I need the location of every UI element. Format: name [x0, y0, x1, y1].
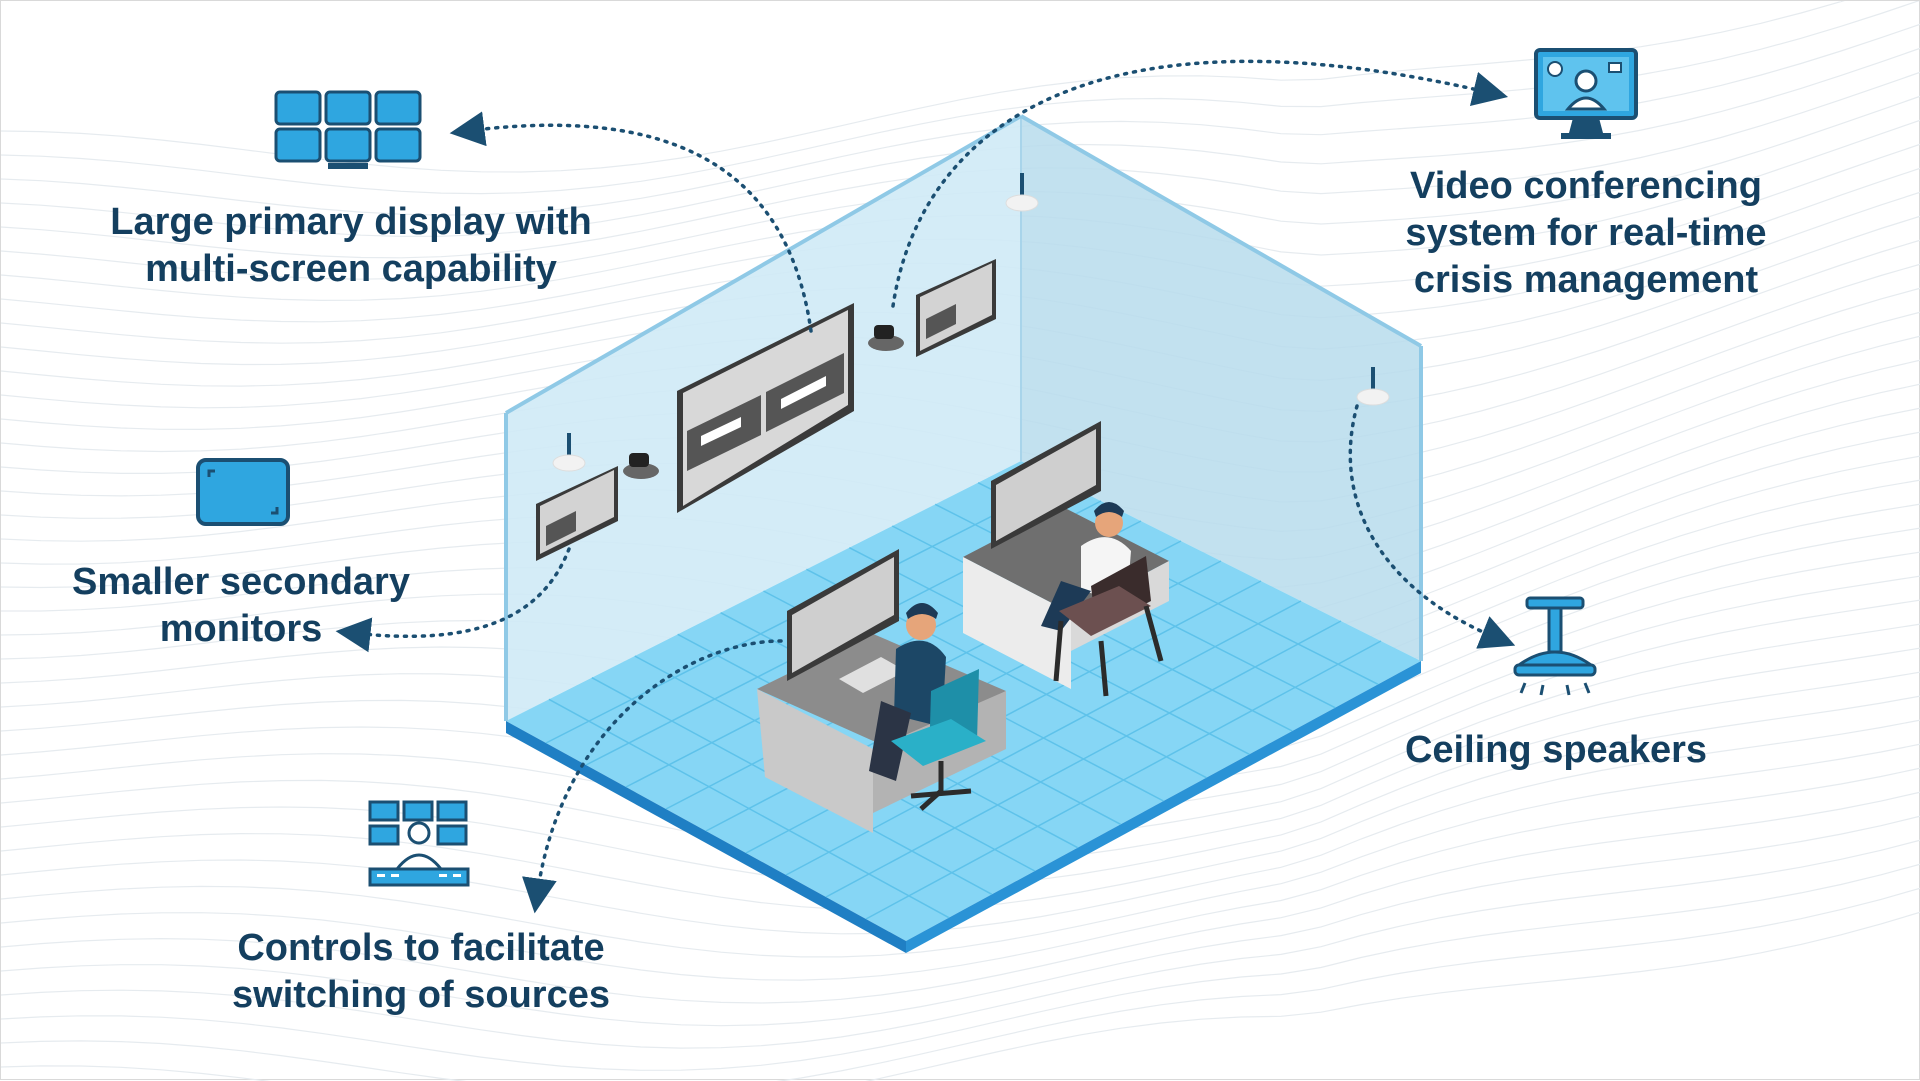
connector-secondary: [335, 547, 571, 653]
label-video-line1: Video conferencing: [1410, 165, 1762, 207]
label-controls: Controls to facilitate switching of sour…: [216, 925, 626, 1019]
wave-line: [1, 911, 1920, 1081]
ceiling-speaker-1: [552, 433, 586, 472]
label-video-conferencing: Video conferencing system for real-time …: [1381, 163, 1791, 304]
floor-edge-right: [906, 661, 1421, 953]
video-conference-icon: [1534, 48, 1638, 139]
ceiling-speaker-2: [1005, 173, 1039, 212]
wave-line: [1, 743, 1920, 958]
monitor-icon: [196, 458, 290, 526]
connector-video: [891, 59, 1509, 308]
floor-grid-line: [865, 640, 1382, 920]
connector-speakers: [1348, 404, 1516, 649]
label-ceiling-speakers: Ceiling speakers: [1391, 727, 1721, 774]
wave-line: [1, 815, 1920, 1027]
connector-controls: [522, 639, 783, 914]
label-primary-display-line1: Large primary display with: [110, 201, 592, 243]
label-video-line3: crisis management: [1413, 259, 1759, 301]
label-primary-display: Large primary display with multi-screen …: [91, 199, 611, 293]
label-secondary-line1: Smaller secondary: [72, 561, 410, 603]
room: [504, 114, 1423, 953]
secondary-monitor-left: [536, 466, 618, 561]
floor-grid-line: [825, 620, 1342, 898]
primary-display: [677, 303, 854, 513]
camera-left: [623, 453, 659, 479]
connector-primary: [449, 111, 813, 333]
label-controls-line2: switching of sources: [232, 974, 610, 1016]
wave-line: [1, 887, 1920, 1081]
label-speakers-line1: Ceiling speakers: [1404, 729, 1708, 771]
label-primary-display-line2: multi-screen capability: [145, 248, 557, 290]
floor-edge-left: [506, 721, 906, 953]
wave-line: [1, 719, 1920, 935]
label-video-line2: system for real-time: [1405, 212, 1767, 254]
wave-line: [1, 791, 1920, 1004]
ceiling-speaker-icon: [1513, 596, 1597, 696]
camera-right: [868, 325, 904, 351]
connectors: [335, 59, 1516, 914]
desk-front: [757, 549, 1006, 833]
video-wall-icon: [274, 90, 422, 169]
wave-line: [1, 863, 1920, 1071]
wave-line: [1, 767, 1920, 981]
label-secondary-line2: monitors: [159, 608, 323, 650]
label-controls-line1: Controls to facilitate: [237, 927, 605, 969]
secondary-monitor-right: [916, 259, 996, 357]
ceiling-speaker-3: [1356, 367, 1390, 406]
label-secondary-monitors: Smaller secondary monitors: [61, 559, 421, 653]
wave-line: [1, 839, 1920, 1049]
right-wall: [1021, 116, 1421, 661]
desk-back: [963, 421, 1169, 697]
control-console-icon: [368, 800, 470, 887]
